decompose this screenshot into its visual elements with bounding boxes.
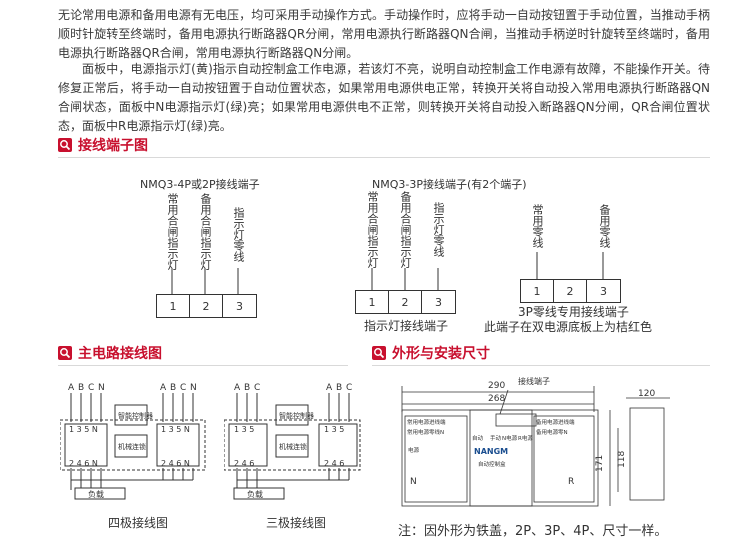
dim-171: 171: [595, 455, 605, 472]
section-title-main-circuit: 主电路接线图: [78, 346, 162, 362]
dim-118: 118: [617, 451, 627, 468]
phase-label: A: [234, 383, 241, 393]
phase-label: C: [346, 383, 352, 393]
terminal-numbers: 2 4 6 N: [69, 459, 98, 468]
divider: [58, 365, 348, 366]
terminal-cell: 2: [554, 280, 587, 302]
r-letter: R: [568, 477, 574, 487]
phase-label: C: [180, 383, 186, 393]
controller-label: 智能控制器: [118, 411, 153, 420]
terminal-right-block: 1 2 3: [520, 279, 621, 303]
phase-label: C: [88, 383, 94, 393]
terminal-right-label-1: 常用零线: [531, 204, 544, 248]
interlock-label: 机械连锁: [279, 442, 307, 451]
dim-120: 120: [638, 389, 655, 399]
brand-logo: NANGM: [474, 447, 508, 456]
terminal-left-label-2: 备用合闸指示灯: [199, 193, 212, 270]
panel-right-title: 备用电源进线端: [536, 418, 575, 426]
section-main-circuit: 主电路接线图: [58, 342, 162, 364]
three-pole-wiring-diagram: A B C A B C 1 3 5 1 3 5 2 4 6 2 4 6 智能控制…: [224, 383, 361, 500]
phase-label: C: [254, 383, 260, 393]
phase-label: A: [160, 383, 167, 393]
magnifier-icon: [372, 346, 386, 360]
terminal-mid-label-2: 备用合闸指示灯: [399, 191, 412, 268]
terminal-cell: 2: [190, 295, 223, 317]
phase-label: A: [326, 383, 333, 393]
manual-label: 手动: [490, 434, 502, 442]
section-title-terminal: 接线端子图: [78, 138, 148, 154]
terminal-right-caption-2: 此端子在双电源底板上为桔红色: [484, 320, 653, 334]
divider: [372, 365, 710, 366]
load-label: 负载: [88, 489, 104, 499]
terminal-cell: 3: [600, 284, 607, 298]
section-dimensions: 外形与安装尺寸: [372, 342, 490, 364]
four-pole-wiring-diagram: A B C N A B C N 1 3 5 N 1 3 5 N 2 4 6 N …: [60, 383, 206, 500]
panel-left-sub: 常用电源零线N: [407, 428, 444, 436]
n-letter: N: [410, 477, 417, 487]
dimension-drawing: 290 268 接线端子 120 171 118 常用电源进线端 备用电源进线端…: [401, 376, 670, 507]
four-pole-caption: 四极接线图: [108, 516, 169, 530]
n-power-label: N电源: [502, 434, 518, 442]
terminal-numbers: 1 3 5 N: [69, 425, 98, 434]
terminal-cell: 1: [521, 280, 554, 302]
dimensions-note: 注：因外形为铁盖，2P、3P、4P、尺寸一样。: [398, 524, 668, 539]
dim-268: 268: [488, 394, 505, 404]
terminal-cell: 1: [157, 295, 190, 317]
terminal-cell: 2: [389, 291, 422, 313]
r-power-label: R电源: [518, 434, 533, 442]
terminal-mid-label-1: 常用合闸指示灯: [366, 191, 379, 268]
intro-paragraph-2: 面板中，电源指示灯(黄)指示自动控制盒工作电源，若该灯不亮，说明自动控制盒工作电…: [58, 62, 710, 133]
interlock-label: 机械连锁: [118, 442, 146, 451]
terminal-mid-label-3: 指示灯零线: [432, 202, 445, 257]
section-title-dimensions: 外形与安装尺寸: [392, 346, 490, 362]
phase-label: B: [78, 383, 84, 393]
terminal-numbers: 1 3 5: [234, 425, 254, 434]
phase-label: B: [336, 383, 342, 393]
terminal-left-leads: [171, 268, 239, 294]
magnifier-icon: [58, 138, 72, 152]
panel-right-sub: 备用电源零N: [536, 428, 568, 436]
terminal-right-leads: [536, 252, 604, 280]
controller-label: 智能控制器: [279, 411, 314, 420]
terminal-mid-title: NMQ3-3P接线端子(有2个端子): [372, 178, 527, 191]
terminal-cell: 3: [236, 299, 243, 313]
terminal-cell: 1: [356, 291, 389, 313]
three-pole-caption: 三极接线图: [266, 516, 327, 530]
terminal-left-label-1: 常用合闸指示灯: [166, 193, 179, 270]
terminal-numbers: 2 4 6 N: [161, 459, 190, 468]
terminal-mid-block: 1 2 3: [355, 290, 456, 314]
terminal-numbers: 2 4 6: [234, 459, 254, 468]
phase-label: N: [98, 383, 105, 393]
phase-label: B: [244, 383, 250, 393]
terminal-mid-leads: [371, 268, 439, 290]
terminal-right-label-2: 备用零线: [598, 204, 611, 248]
intro-paragraph-1: 无论常用电源和备用电源有无电压，均可采用手动操作方式。手动操作时，应将手动一自动…: [58, 8, 710, 60]
load-label: 负载: [247, 489, 263, 499]
section-terminal: 接线端子图: [58, 134, 148, 156]
phase-label: A: [68, 383, 75, 393]
phase-label: B: [170, 383, 176, 393]
power-label: 电源: [408, 446, 420, 454]
terminal-callout: 接线端子: [518, 376, 550, 386]
terminal-left-title: NMQ3-4P或2P接线端子: [140, 178, 260, 191]
terminal-left-block: 1 2 3: [156, 294, 257, 318]
control-box-label: 自动控制盒: [478, 460, 506, 468]
terminal-left-label-3: 指示灯零线: [232, 207, 245, 262]
terminal-numbers: 2 4 6: [324, 459, 344, 468]
terminal-mid-caption: 指示灯接线端子: [364, 319, 449, 333]
auto-label: 自动: [472, 434, 484, 442]
terminal-numbers: 1 3 5: [324, 425, 344, 434]
phase-label: N: [190, 383, 197, 393]
terminal-cell: 3: [435, 295, 442, 309]
panel-left-title: 常用电源进线端: [407, 418, 446, 426]
magnifier-icon: [58, 346, 72, 360]
dim-290: 290: [488, 381, 505, 391]
terminal-numbers: 1 3 5 N: [161, 425, 190, 434]
terminal-right-caption-1: 3P零线专用接线端子: [518, 305, 629, 319]
divider: [58, 157, 710, 158]
